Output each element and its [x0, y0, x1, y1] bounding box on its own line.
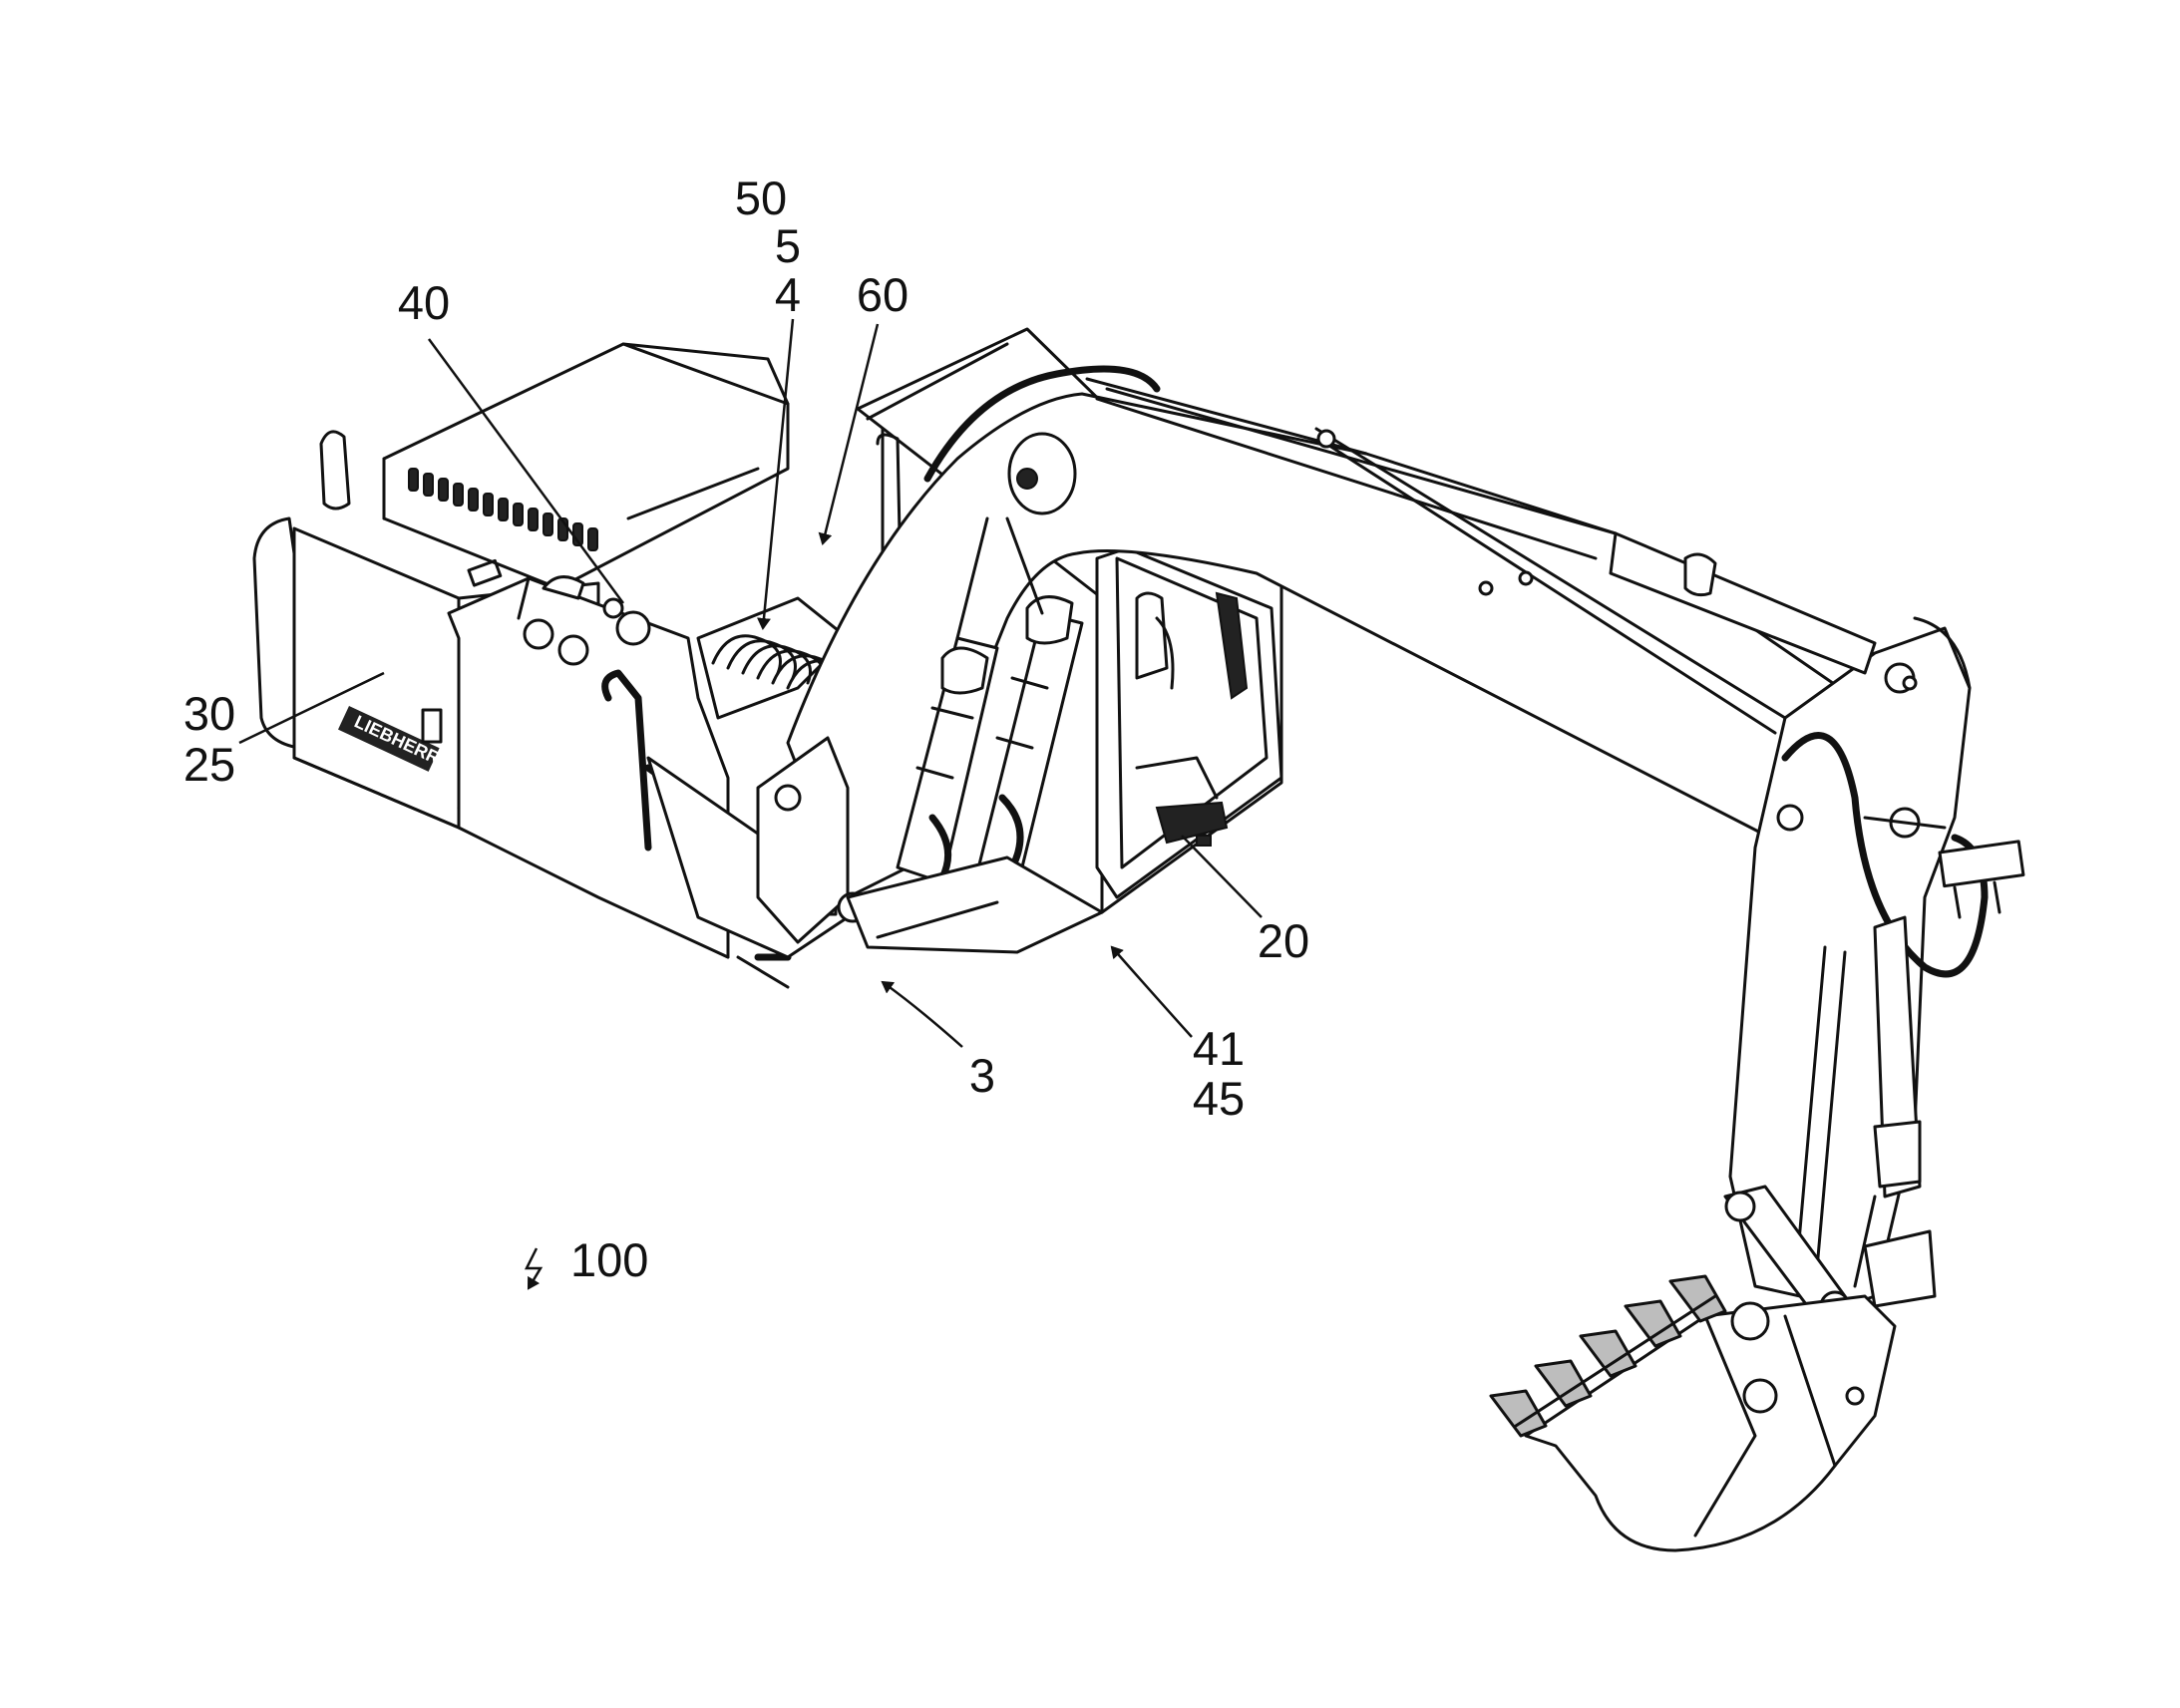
leader-60	[818, 323, 880, 545]
hose-loop	[1781, 732, 1989, 978]
ref-3: 3	[969, 1049, 995, 1102]
filler-cap-2	[557, 634, 589, 666]
reference-numerals: 50 5 4 40 60 30 25 20 3 41 45 100	[183, 171, 1309, 1286]
arrow-100	[524, 1247, 544, 1290]
boom-cylinders	[896, 516, 1084, 889]
ref-60: 60	[857, 268, 908, 321]
bucket	[1489, 1274, 1897, 1552]
tank-cover	[447, 576, 730, 959]
ref-45: 45	[1193, 1072, 1245, 1125]
bucket-tooth-2	[1534, 1359, 1593, 1408]
exhaust-pipe	[319, 430, 351, 511]
leader-40	[427, 338, 625, 604]
stick-cylinder	[1609, 531, 1877, 675]
arrow-3	[881, 980, 963, 1048]
bucket-tooth-5	[1668, 1274, 1727, 1323]
coupler-block	[1938, 840, 2025, 888]
filler-cap-3	[615, 610, 651, 646]
ref-30: 30	[183, 687, 235, 740]
boom	[756, 365, 1842, 944]
bucket-tooth-3	[1579, 1329, 1637, 1378]
leader-30-25	[238, 671, 385, 745]
leader-4	[756, 318, 795, 630]
hood-vents	[408, 468, 598, 551]
ref-50: 50	[735, 171, 787, 224]
ref-4: 4	[775, 268, 801, 321]
carbody-center	[846, 855, 1104, 954]
bucket-tooth-4	[1624, 1299, 1682, 1348]
ref-40: 40	[398, 276, 450, 329]
bucket-tooth-1	[1489, 1389, 1548, 1438]
ref-5: 5	[775, 219, 801, 272]
ref-41: 41	[1193, 1022, 1245, 1075]
ref-25: 25	[183, 738, 235, 791]
arrow-41-45	[1110, 945, 1193, 1038]
stick-arm	[1609, 531, 2025, 1322]
leader-lines	[238, 318, 1263, 1290]
ref-20: 20	[1258, 914, 1309, 967]
ref-100: 100	[570, 1233, 648, 1286]
leader-20	[1181, 835, 1263, 918]
filler-cap-1	[523, 618, 554, 650]
logo-plate	[338, 706, 440, 772]
step-detail	[1155, 801, 1229, 845]
